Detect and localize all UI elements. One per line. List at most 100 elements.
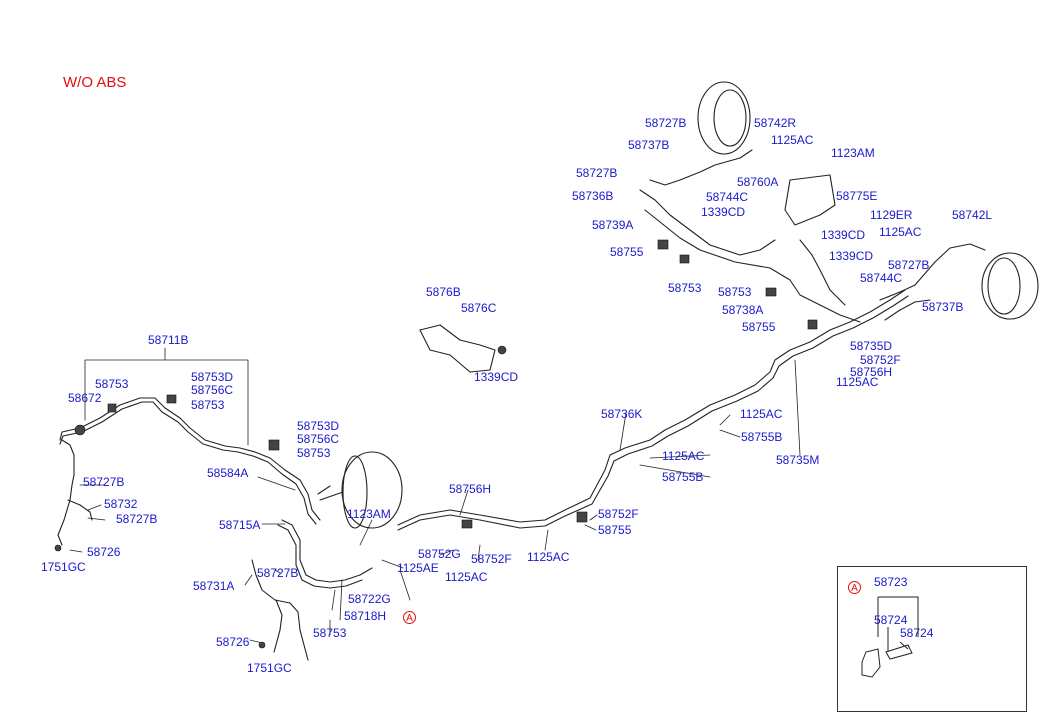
part-label: 58752G bbox=[418, 547, 461, 561]
rear-drum-right-top-inner bbox=[713, 89, 747, 147]
part-label: 1125AC bbox=[527, 550, 570, 564]
part-label: 58731A bbox=[193, 579, 235, 593]
part-label: 58755 bbox=[610, 245, 644, 259]
part-label: 58738A bbox=[722, 303, 764, 317]
part-label: 58727B bbox=[888, 258, 930, 272]
part-label: 58756H bbox=[850, 365, 893, 379]
part-label: 58753D bbox=[191, 370, 234, 384]
part-label: 1125AC bbox=[662, 449, 705, 463]
rear-drum-left bbox=[981, 252, 1039, 320]
marker-a: A bbox=[403, 611, 416, 624]
part-label: 58722G bbox=[348, 592, 391, 606]
fitting bbox=[679, 254, 690, 264]
brake-line-right-b bbox=[884, 299, 931, 321]
part-label: 58732 bbox=[104, 497, 138, 511]
inset-drawing bbox=[861, 596, 919, 678]
fitting bbox=[166, 394, 177, 404]
part-label: 58735M bbox=[776, 453, 820, 467]
part-label: 1125AC bbox=[771, 133, 814, 147]
part-label: 58755B bbox=[662, 470, 704, 484]
part-label: 58756H bbox=[449, 482, 492, 496]
inset-label-58724-a: 58724 bbox=[874, 613, 908, 627]
part-label: 58760A bbox=[737, 175, 779, 189]
brake-booster bbox=[341, 451, 403, 529]
part-label: 58755 bbox=[742, 320, 776, 334]
part-label: 58753D bbox=[297, 419, 340, 433]
part-label: 58736K bbox=[601, 407, 643, 421]
part-label: 1125AC bbox=[445, 570, 488, 584]
line-master-cylinder-b bbox=[277, 524, 363, 589]
fitting bbox=[807, 319, 818, 330]
part-label: 58753 bbox=[668, 281, 702, 295]
part-label: 1125AE bbox=[397, 561, 439, 575]
fitting-round bbox=[54, 544, 62, 552]
fitting bbox=[268, 439, 280, 451]
fitting-round bbox=[258, 641, 266, 649]
part-label: 58742L bbox=[952, 208, 993, 222]
part-label: 58737B bbox=[628, 138, 670, 152]
part-label: 58718H bbox=[344, 609, 387, 623]
valve-bracket bbox=[784, 174, 836, 226]
brake-line-main-b bbox=[397, 295, 909, 531]
inset-detail: A 58723 58724 58724 bbox=[837, 566, 1027, 712]
part-label: 1125AC bbox=[879, 225, 922, 239]
part-label: 58752F bbox=[598, 507, 639, 521]
part-label: 5876C bbox=[461, 301, 497, 315]
part-label: 1751GC bbox=[247, 661, 292, 675]
inset-label-58724-b: 58724 bbox=[900, 626, 934, 640]
part-label: 58727B bbox=[645, 116, 687, 130]
brake-line-left-front bbox=[59, 397, 321, 521]
part-label: 58584A bbox=[207, 466, 249, 480]
part-label: 58753 bbox=[297, 446, 331, 460]
inset-label-58723: 58723 bbox=[874, 575, 908, 589]
hose-left-front bbox=[57, 439, 75, 546]
part-label: 1125AC bbox=[740, 407, 783, 421]
part-label: 58727B bbox=[576, 166, 618, 180]
part-label: 58735D bbox=[850, 339, 893, 353]
brake-line-left-front-b bbox=[59, 401, 317, 525]
part-label: 58711B bbox=[148, 333, 189, 347]
part-label: 1123AM bbox=[347, 507, 391, 521]
part-label: 1123AM bbox=[831, 146, 875, 160]
hose-left-rear bbox=[251, 559, 309, 661]
part-label: 5876B bbox=[426, 285, 461, 299]
part-label: 1125AC bbox=[836, 375, 879, 389]
part-label: 1339CD bbox=[821, 228, 866, 242]
part-label: 58752F bbox=[471, 552, 512, 566]
brake-line-right bbox=[799, 239, 986, 306]
rear-drum-right-top bbox=[697, 81, 751, 155]
fitting bbox=[576, 511, 588, 523]
fitting bbox=[461, 519, 473, 529]
part-label: 58775E bbox=[836, 189, 878, 203]
part-label: 58753 bbox=[95, 377, 129, 391]
clip-bracket bbox=[419, 324, 496, 373]
inset-marker-a: A bbox=[848, 581, 861, 594]
part-label: 1129ER bbox=[870, 208, 913, 222]
fitting bbox=[765, 287, 777, 297]
part-label: 58755 bbox=[598, 523, 632, 537]
part-label: 58736B bbox=[572, 189, 614, 203]
fitting bbox=[107, 403, 117, 413]
part-label: 58744C bbox=[860, 271, 903, 285]
part-label: 58755B bbox=[741, 430, 783, 444]
brake-line-upper bbox=[639, 189, 861, 323]
fitting-round bbox=[497, 345, 507, 355]
fitting-round bbox=[74, 424, 86, 436]
part-label: 58753 bbox=[313, 626, 347, 640]
part-label: 1339CD bbox=[829, 249, 874, 263]
part-label: 1339CD bbox=[701, 205, 746, 219]
part-label: 58744C bbox=[706, 190, 749, 204]
part-label: 58756C bbox=[297, 432, 340, 446]
part-label: 58739A bbox=[592, 218, 634, 232]
diagram-title: W/O ABS bbox=[63, 74, 127, 91]
part-label: 1751GC bbox=[41, 560, 86, 574]
part-label: 58752F bbox=[860, 353, 901, 367]
rear-drum-left-inner bbox=[987, 257, 1021, 315]
hose-left-rear-b bbox=[273, 599, 283, 653]
brake-line-main bbox=[397, 289, 906, 526]
brake-line-upper-b bbox=[649, 149, 753, 186]
part-label: 58753 bbox=[718, 285, 752, 299]
part-label: 58672 bbox=[68, 391, 102, 405]
part-label: 58756C bbox=[191, 383, 234, 397]
